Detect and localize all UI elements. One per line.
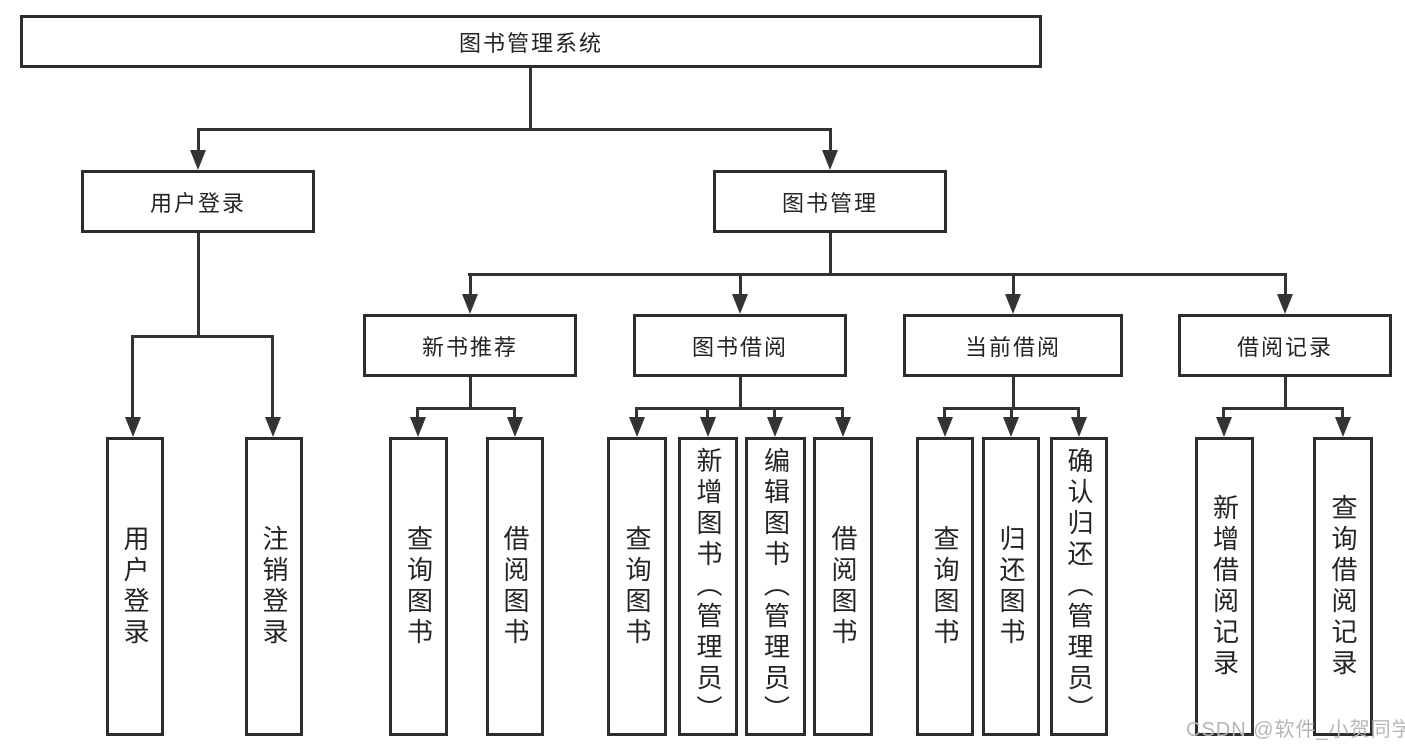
arrow-down-icon (1005, 294, 1021, 314)
connector-group-bar (1222, 407, 1344, 410)
connector-stem (1012, 377, 1015, 410)
node-label: 图书管理系统 (458, 30, 603, 56)
arrow-down-icon (1335, 417, 1351, 437)
arrow-down-icon (265, 417, 281, 437)
arrow-down-icon (767, 417, 783, 437)
arrow-down-icon (1071, 417, 1087, 437)
node-label: 图书借阅 (691, 334, 788, 360)
connector-shaft (271, 335, 274, 420)
connector-user-stem (197, 233, 200, 337)
connector-shaft (739, 273, 742, 297)
node-root: 图书管理系统 (20, 15, 1042, 68)
leaf-label: 新增图书（管理员） (693, 447, 723, 726)
arrow-down-icon (1216, 417, 1232, 437)
leaf-add-book-admin: 新增图书（管理员） (678, 437, 738, 736)
arrow-down-icon (835, 417, 851, 437)
arrow-down-icon (462, 294, 478, 314)
connector-shaft (1222, 407, 1225, 421)
leaf-logout: 注销登录 (245, 437, 303, 736)
leaf-edit-book-admin: 编辑图书（管理员） (745, 437, 806, 736)
node-new-book-recommend: 新书推荐 (363, 314, 577, 377)
node-user-login: 用户登录 (81, 170, 315, 233)
arrow-down-icon (190, 150, 206, 170)
node-label: 当前借阅 (964, 334, 1061, 360)
leaf-label: 借阅图书 (500, 524, 530, 649)
connector-root-stem (529, 68, 532, 130)
connector-group-bar (635, 407, 844, 410)
connector-shaft (1010, 407, 1013, 421)
leaf-query-borrow-record: 查询借阅记录 (1313, 437, 1373, 736)
leaf-label: 用户登录 (120, 524, 150, 649)
connector-shaft (1077, 407, 1080, 421)
leaf-borrow-books: 借阅图书 (813, 437, 873, 736)
node-label: 图书管理 (781, 190, 878, 216)
connector-stem (739, 377, 742, 410)
arrow-down-icon (700, 417, 716, 437)
leaf-query-books-recommend: 查询图书 (389, 437, 448, 736)
connector-mgmt-stem (829, 233, 832, 276)
leaf-query-books-borrow: 查询图书 (607, 437, 667, 736)
leaf-label: 新增借阅记录 (1209, 493, 1240, 680)
connector-shaft (416, 407, 419, 421)
watermark: CSDN @软件_小贺同学 (1186, 719, 1405, 741)
leaf-return-book: 归还图书 (982, 437, 1040, 736)
connector-shaft (1012, 273, 1015, 297)
connector-shaft (706, 407, 709, 421)
leaf-add-borrow-record: 新增借阅记录 (1195, 437, 1254, 736)
connector-level1-bar (197, 128, 832, 131)
connector-user-bar (131, 335, 274, 338)
connector-shaft (1284, 273, 1287, 297)
node-label: 用户登录 (149, 190, 246, 216)
arrow-down-icon (507, 417, 523, 437)
leaf-label: 借阅图书 (828, 524, 858, 649)
connector-level2-bar (468, 273, 1286, 276)
connector-shaft (513, 407, 516, 421)
connector-shaft (197, 128, 200, 153)
connector-shaft (841, 407, 844, 421)
arrow-down-icon (822, 150, 838, 170)
leaf-label: 查询借阅记录 (1328, 493, 1358, 680)
node-label: 新书推荐 (421, 334, 518, 360)
connector-shaft (469, 273, 472, 297)
leaf-user-login: 用户登录 (106, 437, 164, 736)
leaf-confirm-return-admin: 确认归还（管理员） (1050, 437, 1108, 736)
connector-shaft (1341, 407, 1344, 421)
connector-shaft (943, 407, 946, 421)
arrow-down-icon (410, 417, 426, 437)
leaf-label: 查询图书 (403, 524, 434, 649)
leaf-label: 编辑图书（管理员） (760, 447, 791, 726)
leaf-label: 注销登录 (259, 524, 289, 649)
leaf-label: 查询图书 (930, 524, 960, 649)
connector-stem (1284, 377, 1287, 410)
node-borrow-records: 借阅记录 (1178, 314, 1392, 377)
node-book-management: 图书管理 (713, 170, 947, 233)
node-book-borrow: 图书借阅 (633, 314, 847, 377)
connector-shaft (635, 407, 638, 421)
connector-shaft (773, 407, 776, 421)
connector-group-bar (416, 407, 516, 410)
arrow-down-icon (1277, 294, 1293, 314)
arrow-down-icon (125, 417, 141, 437)
connector-shaft (131, 335, 134, 420)
leaf-query-books-current: 查询图书 (916, 437, 974, 736)
leaf-label: 归还图书 (996, 524, 1026, 649)
node-label: 借阅记录 (1236, 334, 1333, 360)
leaf-borrow-books-recommend: 借阅图书 (486, 437, 544, 736)
arrow-down-icon (937, 417, 953, 437)
arrow-down-icon (1003, 417, 1019, 437)
leaf-label: 查询图书 (622, 524, 652, 649)
connector-shaft (829, 128, 832, 153)
connector-stem (469, 377, 472, 410)
arrow-down-icon (629, 417, 645, 437)
node-current-borrow: 当前借阅 (903, 314, 1123, 377)
leaf-label: 确认归还（管理员） (1064, 447, 1094, 726)
arrow-down-icon (732, 294, 748, 314)
